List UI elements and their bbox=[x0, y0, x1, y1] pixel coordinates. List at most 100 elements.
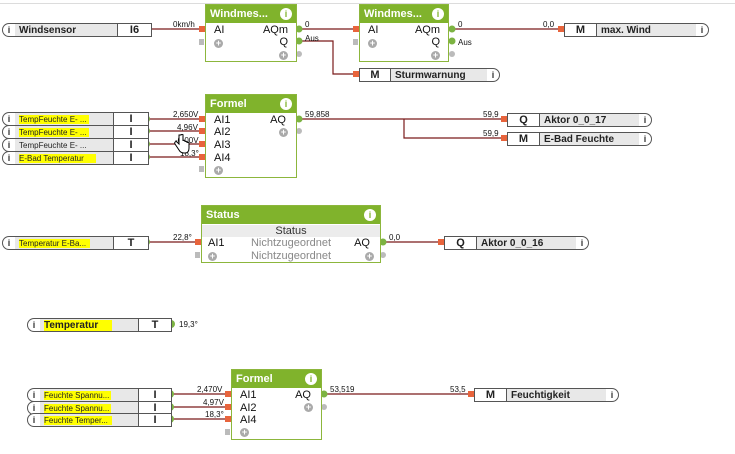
info-icon[interactable]: i bbox=[32, 415, 36, 425]
wire-f1-ebad bbox=[403, 119, 505, 139]
value-label: Aus bbox=[458, 38, 472, 47]
add-output-icon[interactable]: + bbox=[279, 50, 288, 60]
port-aqm: AQm bbox=[262, 24, 288, 36]
value-label: 19,3° bbox=[179, 320, 198, 329]
output-max-wind[interactable]: M max. Wind i bbox=[564, 23, 709, 37]
add-output-icon[interactable]: + bbox=[431, 50, 440, 60]
output-aktor-0-0-17[interactable]: Q Aktor 0_0_17 i bbox=[507, 113, 652, 127]
info-icon[interactable]: i bbox=[32, 390, 36, 400]
input-windsensor[interactable]: i Windsensor I6 bbox=[2, 23, 152, 37]
unused-connector bbox=[225, 429, 230, 435]
info-icon[interactable]: i bbox=[7, 238, 11, 248]
block-windmesser-1[interactable]: Windmes...i AI AQm Q + + bbox=[205, 4, 297, 62]
info-icon[interactable]: i bbox=[305, 373, 317, 385]
block-title: Windmes... bbox=[364, 8, 422, 20]
value-label: 0,0 bbox=[389, 233, 401, 242]
input-tempfeuchte-2[interactable]: i TempFeuchte E- ... I bbox=[2, 125, 149, 139]
block-windmesser-2[interactable]: Windmes...i AI AQm Q + + bbox=[359, 4, 449, 62]
value-label: 0 bbox=[305, 20, 310, 29]
input-ebad-temperatur[interactable]: i E-Bad Temperatur I bbox=[2, 151, 149, 165]
input-name: Windsensor bbox=[15, 24, 117, 36]
input-tag: I bbox=[138, 389, 171, 401]
block-header[interactable]: Status i bbox=[202, 206, 380, 224]
output-connector bbox=[295, 25, 303, 33]
info-icon[interactable]: i bbox=[280, 98, 292, 110]
output-name: E-Bad Feuchte bbox=[540, 133, 639, 145]
input-tempfeuchte-3[interactable]: i TempFeuchte E- ... I bbox=[2, 138, 149, 152]
value-label: 59,858 bbox=[305, 110, 330, 119]
info-icon[interactable]: i bbox=[280, 8, 292, 20]
add-input-icon[interactable]: + bbox=[208, 251, 217, 261]
input-feuchte-spannung-1[interactable]: i Feuchte Spannu... I bbox=[27, 388, 172, 402]
info-icon[interactable]: i bbox=[700, 25, 704, 35]
add-output-icon[interactable]: + bbox=[279, 127, 288, 137]
info-icon[interactable]: i bbox=[7, 127, 11, 137]
output-feuchtigkeit[interactable]: M Feuchtigkeit i bbox=[474, 388, 619, 402]
info-icon[interactable]: i bbox=[32, 403, 36, 413]
info-icon[interactable]: i bbox=[7, 114, 11, 124]
add-output-icon[interactable]: + bbox=[365, 251, 374, 261]
add-input-icon[interactable]: + bbox=[240, 427, 249, 437]
info-icon[interactable]: i bbox=[7, 153, 11, 163]
info-icon[interactable]: i bbox=[32, 320, 36, 330]
value-label: 0km/h bbox=[173, 20, 195, 29]
block-header[interactable]: Windmes...i bbox=[206, 5, 296, 23]
port-q: Q bbox=[431, 36, 440, 48]
info-icon[interactable]: i bbox=[643, 115, 647, 125]
output-tag: Q bbox=[445, 237, 477, 249]
input-name: Feuchte Spannu... bbox=[40, 402, 138, 414]
add-input-icon[interactable]: + bbox=[368, 38, 377, 48]
info-icon[interactable]: i bbox=[610, 390, 614, 400]
block-header[interactable]: Formel i bbox=[206, 95, 296, 113]
unused-connector bbox=[296, 51, 302, 57]
add-input-icon[interactable]: + bbox=[214, 38, 223, 48]
output-aktor-0-0-16[interactable]: Q Aktor 0_0_16 i bbox=[444, 236, 589, 250]
unused-connector bbox=[195, 252, 200, 258]
info-icon[interactable]: i bbox=[7, 25, 11, 35]
input-name: Feuchte Spannu... bbox=[40, 389, 138, 401]
port-ai1: AI1 bbox=[240, 389, 257, 401]
block-title: Formel bbox=[210, 98, 247, 110]
port-aq: AQ bbox=[295, 389, 311, 401]
output-name: max. Wind bbox=[597, 24, 696, 36]
output-name: Aktor 0_0_17 bbox=[540, 114, 639, 126]
input-connector bbox=[558, 26, 564, 32]
input-temperatur-ebad[interactable]: i Temperatur E-Ba... T bbox=[2, 236, 149, 250]
info-icon[interactable]: i bbox=[643, 134, 647, 144]
input-temperatur[interactable]: i Temperatur T bbox=[27, 318, 172, 332]
output-sturmwarnung[interactable]: M Sturmwarnung i bbox=[359, 68, 500, 82]
input-name: Temperatur E-Ba... bbox=[15, 237, 113, 249]
info-icon[interactable]: i bbox=[580, 238, 584, 248]
info-icon[interactable]: i bbox=[432, 8, 444, 20]
port-ai3: AI3 bbox=[214, 139, 231, 151]
unused-connector bbox=[353, 39, 358, 45]
output-ebad-feuchte[interactable]: M E-Bad Feuchte i bbox=[507, 132, 652, 146]
output-connector bbox=[448, 37, 456, 45]
port-ai4: AI4 bbox=[214, 152, 231, 164]
info-icon[interactable]: i bbox=[7, 140, 11, 150]
block-header[interactable]: Windmes... i bbox=[360, 5, 448, 23]
input-feuchte-temperatur[interactable]: i Feuchte Temper... I bbox=[27, 413, 172, 427]
unused-connector bbox=[199, 39, 204, 45]
input-feuchte-spannung-2[interactable]: i Feuchte Spannu... I bbox=[27, 401, 172, 415]
port-aq: AQ bbox=[354, 237, 370, 249]
add-output-icon[interactable]: + bbox=[304, 402, 313, 412]
info-icon[interactable]: i bbox=[364, 209, 376, 221]
output-name: Sturmwarnung bbox=[391, 69, 487, 81]
input-tempfeuchte-1[interactable]: i TempFeuchte E- ... I bbox=[2, 112, 149, 126]
input-connector bbox=[501, 116, 507, 122]
hand-cursor-icon bbox=[174, 134, 190, 154]
input-tag: I bbox=[138, 414, 171, 426]
output-tag: M bbox=[360, 69, 391, 81]
info-icon[interactable]: i bbox=[491, 70, 495, 80]
output-connector bbox=[320, 390, 328, 398]
wire-wind1-sturm bbox=[300, 40, 357, 75]
add-input-icon[interactable]: + bbox=[214, 165, 223, 175]
block-title: Status bbox=[206, 209, 240, 221]
value-label: Aus bbox=[305, 34, 319, 43]
input-tag: T bbox=[138, 319, 171, 331]
